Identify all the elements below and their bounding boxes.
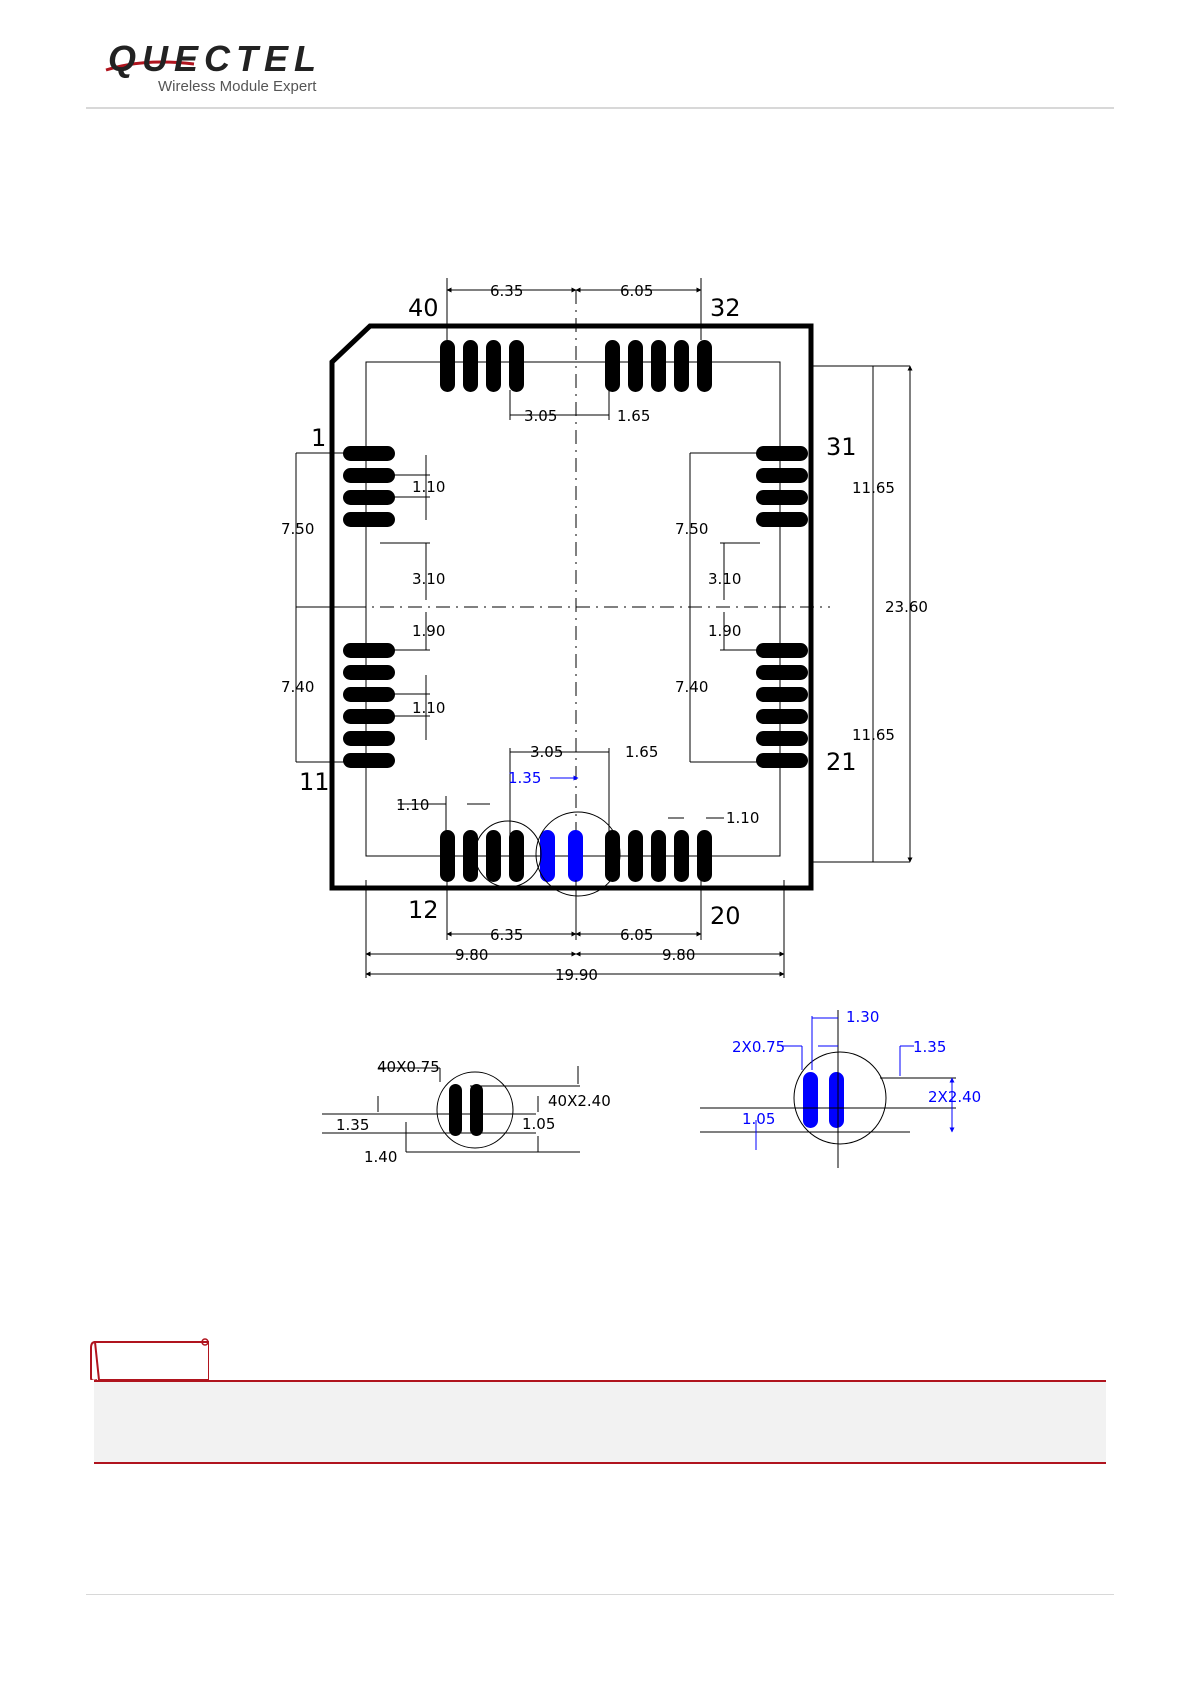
dim-right-gap-lower: 1.90 — [708, 622, 741, 640]
pad-bottom-special-0 — [540, 830, 555, 882]
pad-bottom-left-1 — [463, 830, 478, 882]
pad-left-bottom-5 — [343, 753, 395, 768]
detail-std-d1: 1.35 — [336, 1116, 369, 1134]
pad-detail-standard: 40X0.75 40X2.40 1.35 1.40 1.05 — [322, 1058, 611, 1166]
pad-right-top-3 — [756, 512, 808, 527]
pad-top-right-4 — [697, 340, 712, 392]
pad-bottom-left-0 — [440, 830, 455, 882]
pad-top-right-0 — [605, 340, 620, 392]
dim-bottom-inner-left: 3.05 — [530, 743, 563, 761]
detail-special-d1: 1.05 — [742, 1110, 775, 1128]
module-inner-outline — [366, 362, 780, 856]
pad-right-bottom-2 — [756, 687, 808, 702]
pad-top-right-2 — [651, 340, 666, 392]
note-block — [86, 1328, 1106, 1464]
dim-top-inner-right: 1.65 — [617, 407, 650, 425]
pad-right-bottom-1 — [756, 665, 808, 680]
dim-top-left: 6.35 — [490, 282, 523, 300]
detail-special-offset: 1.35 — [913, 1038, 946, 1056]
pin-label-20: 20 — [710, 902, 741, 930]
pad-bottom-left-3 — [509, 830, 524, 882]
dim-top-right: 6.05 — [620, 282, 653, 300]
pad-left-bottom-1 — [343, 665, 395, 680]
detail-std-length: 40X2.40 — [548, 1092, 611, 1110]
note-bottom-rule — [94, 1462, 1106, 1464]
pad-top-right-3 — [674, 340, 689, 392]
pad-right-bottom-3 — [756, 709, 808, 724]
pad-top-left-2 — [486, 340, 501, 392]
note-scroll-icon — [89, 1328, 209, 1380]
pin-label-1: 1 — [311, 424, 326, 452]
pad-right-bottom-0 — [756, 643, 808, 658]
pad-right-top-1 — [756, 468, 808, 483]
dim-bottom-half-right: 9.80 — [662, 946, 695, 964]
dim-right-gap-upper: 3.10 — [708, 570, 741, 588]
detail-std-d2: 1.05 — [522, 1115, 555, 1133]
pad-bottom-right-1 — [628, 830, 643, 882]
pin-label-31: 31 — [826, 433, 857, 461]
dim-bottom-total: 19.90 — [555, 966, 598, 984]
pad-bottom-special-1 — [568, 830, 583, 882]
dim-bottom-right: 6.05 — [620, 926, 653, 944]
pad-top-left-3 — [509, 340, 524, 392]
dim-right-span-bottom: 7.40 — [675, 678, 708, 696]
pad-right-bottom-5 — [756, 753, 808, 768]
pin-label-21: 21 — [826, 748, 857, 776]
pad-detail-special: 1.30 2X0.75 1.35 2X2.40 1.05 — [700, 1008, 981, 1168]
detail-special-length: 2X2.40 — [928, 1088, 981, 1106]
footprint-drawing: 40 32 1 31 11 21 12 20 6.35 6.05 3.05 1.… — [0, 0, 1191, 1320]
pad-bottom-right-3 — [674, 830, 689, 882]
dim-bottom-pitch-right: 1.10 — [726, 809, 759, 827]
dim-right-half-top: 11.65 — [852, 479, 895, 497]
detail-special-width: 2X0.75 — [732, 1038, 785, 1056]
pad-left-top-3 — [343, 512, 395, 527]
pin-label-11: 11 — [299, 768, 330, 796]
pad-bottom-right-0 — [605, 830, 620, 882]
dim-left-pitch-bottom: 1.10 — [412, 699, 445, 717]
pad-top-left-1 — [463, 340, 478, 392]
detail-std-d3: 1.40 — [364, 1148, 397, 1166]
pad-right-bottom-4 — [756, 731, 808, 746]
dim-left-span-top: 7.50 — [281, 520, 314, 538]
dim-bottom-pitch-left: 1.10 — [396, 796, 429, 814]
pad-bottom-right-4 — [697, 830, 712, 882]
pad-bottom-right-2 — [651, 830, 666, 882]
pad-top-left-0 — [440, 340, 455, 392]
dim-bottom-left: 6.35 — [490, 926, 523, 944]
dim-right-half-bottom: 11.65 — [852, 726, 895, 744]
pin-label-12: 12 — [408, 896, 439, 924]
pad-left-bottom-4 — [343, 731, 395, 746]
dim-left-pitch-top: 1.10 — [412, 478, 445, 496]
dim-right-total: 23.60 — [885, 598, 928, 616]
footer-divider — [86, 1594, 1114, 1595]
dim-left-gap-lower: 1.90 — [412, 622, 445, 640]
dim-left-span-bottom: 7.40 — [281, 678, 314, 696]
dim-top-inner-left: 3.05 — [524, 407, 557, 425]
dim-bottom-inner-right: 1.65 — [625, 743, 658, 761]
pin-label-32: 32 — [710, 294, 741, 322]
pin-label-40: 40 — [408, 294, 439, 322]
dim-left-gap-upper: 3.10 — [412, 570, 445, 588]
pad-right-top-2 — [756, 490, 808, 505]
dim-bottom-half-left: 9.80 — [455, 946, 488, 964]
pad-top-right-1 — [628, 340, 643, 392]
detail-std-width: 40X0.75 — [377, 1058, 440, 1076]
detail-special-pitch: 1.30 — [846, 1008, 879, 1026]
note-body — [94, 1382, 1106, 1462]
pad-right-top-0 — [756, 446, 808, 461]
dim-bottom-blue-pitch: 1.35 — [508, 769, 541, 787]
dim-right-span-top: 7.50 — [675, 520, 708, 538]
pad-bottom-left-2 — [486, 830, 501, 882]
